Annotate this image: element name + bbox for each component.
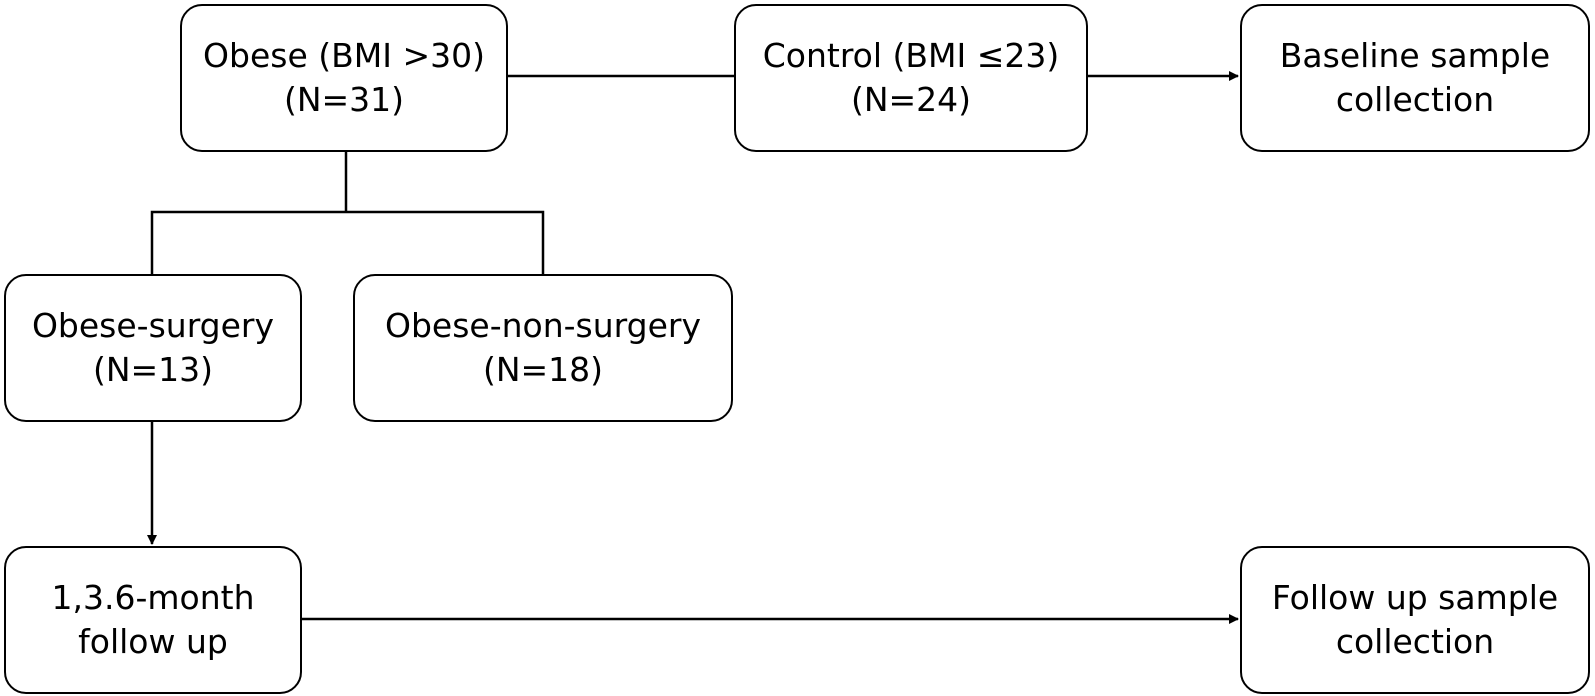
node-obese-surgery-line2: (N=13) [92, 350, 214, 389]
node-obese-line1: Obese (BMI >30) [203, 36, 485, 75]
node-followup-sample: Follow up sample collection [1240, 546, 1590, 694]
node-followup-months-line1: 1,3.6-month [51, 578, 255, 617]
node-followup-sample-line2: collection [1335, 622, 1495, 661]
node-baseline-sample: Baseline sample collection [1240, 4, 1590, 152]
node-control: Control (BMI ≤23) (N=24) [734, 4, 1088, 152]
node-obese-line2: (N=31) [283, 80, 405, 119]
node-followup-sample-line1: Follow up sample [1271, 578, 1559, 617]
node-followup-months: 1,3.6-month follow up [4, 546, 302, 694]
node-obese-non-surgery-line2: (N=18) [482, 350, 604, 389]
node-followup-months-line2: follow up [78, 622, 228, 661]
node-obese-non-surgery-line1: Obese-non-surgery [385, 306, 701, 345]
node-obese-surgery-line1: Obese-surgery [31, 306, 275, 345]
node-control-line1: Control (BMI ≤23) [762, 36, 1060, 75]
node-baseline-line2: collection [1335, 80, 1495, 119]
node-obese-non-surgery: Obese-non-surgery (N=18) [353, 274, 733, 422]
node-obese-surgery: Obese-surgery (N=13) [4, 274, 302, 422]
node-obese: Obese (BMI >30) (N=31) [180, 4, 508, 152]
edge-split-branches [150, 210, 545, 274]
node-baseline-line1: Baseline sample [1279, 36, 1551, 75]
node-control-line2: (N=24) [850, 80, 972, 119]
